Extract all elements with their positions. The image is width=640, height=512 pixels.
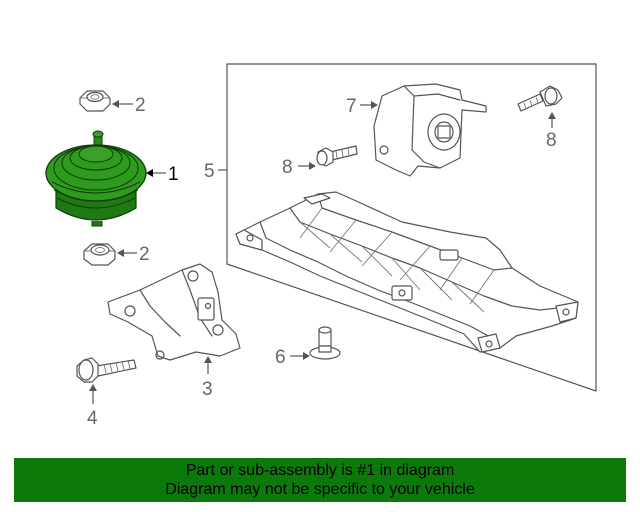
arrowhead-6 (303, 352, 310, 360)
callout-2-top[interactable]: 2 (135, 95, 146, 116)
callout-8-right[interactable]: 8 (546, 130, 557, 151)
callout-4[interactable]: 4 (87, 408, 98, 429)
bolt-part-8-left[interactable] (316, 145, 358, 167)
callout-3[interactable]: 3 (202, 379, 213, 400)
bolt-part-4[interactable] (76, 357, 137, 383)
nut-part-2-bottom[interactable] (83, 243, 116, 266)
engine-mount-part-1[interactable] (45, 130, 147, 227)
arrowhead-4 (89, 384, 97, 391)
callout-6[interactable]: 6 (275, 347, 286, 368)
banner-line-2: Diagram may not be specific to your vehi… (165, 481, 475, 498)
callout-2-bottom[interactable]: 2 (139, 244, 150, 265)
stud-part-6[interactable] (309, 326, 341, 360)
part-info-banner: Part or sub-assembly is #1 in diagram Di… (14, 458, 626, 502)
subassembly-outline (226, 63, 597, 392)
banner-line-1: Part or sub-assembly is #1 in diagram (185, 462, 455, 479)
mount-bushing-part-7[interactable] (373, 83, 487, 177)
arrowhead-2-bottom (117, 249, 124, 257)
arrowhead-2-top (112, 100, 119, 108)
callout-1[interactable]: 1 (168, 164, 179, 185)
callout-8-left[interactable]: 8 (282, 157, 293, 178)
callout-7[interactable]: 7 (346, 96, 357, 117)
nut-part-2-top[interactable] (79, 90, 111, 112)
arrowhead-8-right (548, 112, 556, 119)
bracket-part-3[interactable] (107, 263, 241, 361)
crossmember-part-5[interactable] (235, 191, 579, 353)
arrowhead-8-left (309, 162, 316, 170)
callout-5[interactable]: 5 (204, 161, 215, 182)
bolt-part-8-right[interactable] (517, 85, 563, 112)
arrowhead-1 (146, 169, 153, 177)
arrowhead-7 (371, 101, 378, 109)
arrowhead-3 (204, 356, 212, 363)
